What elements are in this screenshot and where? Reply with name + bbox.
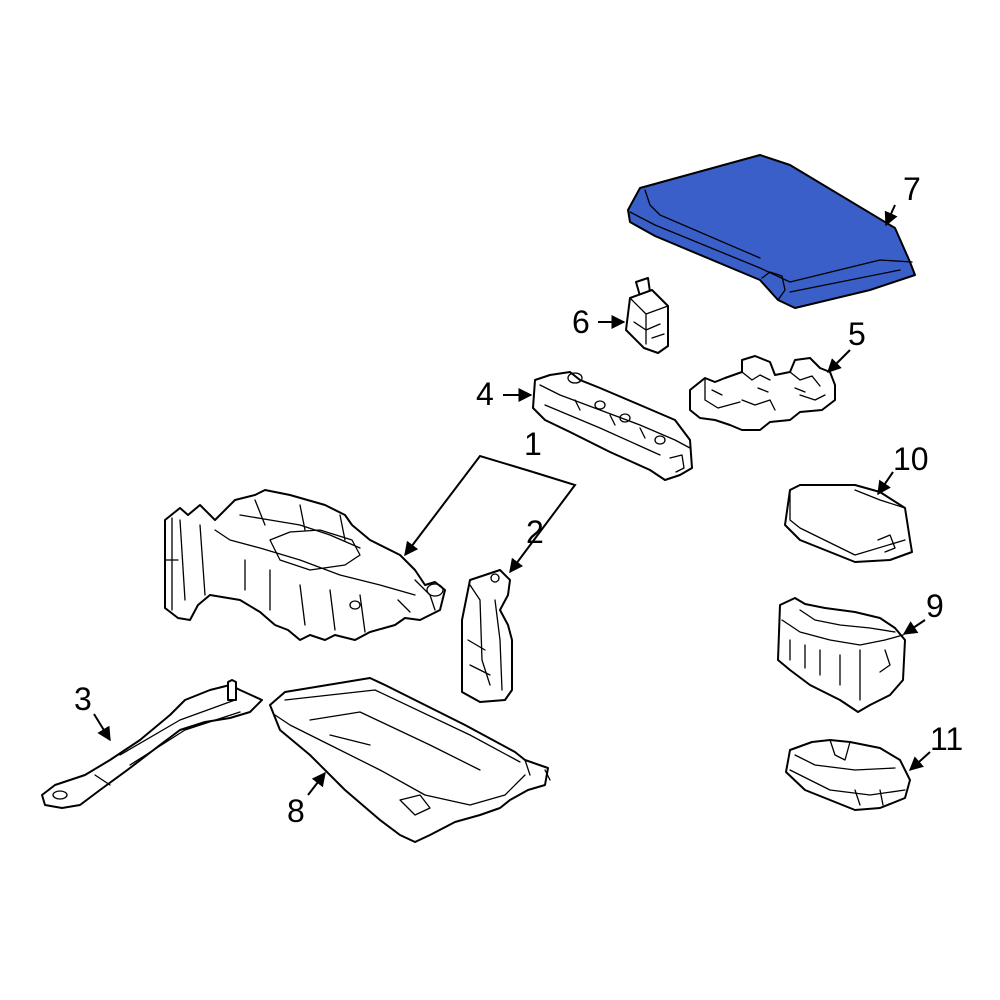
callout-9: 9 [926, 588, 944, 624]
callout-7: 7 [903, 171, 921, 207]
part-10-junction-cover[interactable] [784, 484, 913, 563]
part-9-junction-block[interactable] [777, 597, 906, 713]
part-11-junction-base[interactable] [785, 739, 911, 811]
part-2-bracket[interactable] [461, 569, 513, 703]
callout-8: 8 [287, 793, 305, 829]
callout-11: 11 [930, 721, 963, 757]
callout-5: 5 [848, 316, 866, 352]
callout-leaders [93, 204, 931, 796]
callout-6: 6 [572, 304, 590, 340]
callout-2: 2 [526, 514, 544, 550]
callout-10: 10 [893, 441, 929, 477]
part-3-ground-strap[interactable] [41, 679, 263, 809]
part-1-housing[interactable] [164, 489, 446, 641]
callout-1: 1 [524, 426, 542, 462]
part-7-cover[interactable] [627, 154, 916, 309]
part-8-tray[interactable] [269, 677, 551, 843]
callout-3: 3 [74, 681, 92, 717]
part-5-relay-block[interactable] [689, 355, 836, 431]
cover-body [627, 154, 916, 309]
callout-4: 4 [476, 376, 494, 412]
part-4-relay-bar[interactable] [532, 371, 693, 481]
callout-labels: 1 2 3 4 5 6 7 8 9 10 11 [74, 171, 963, 829]
part-6-connector[interactable] [625, 277, 669, 354]
